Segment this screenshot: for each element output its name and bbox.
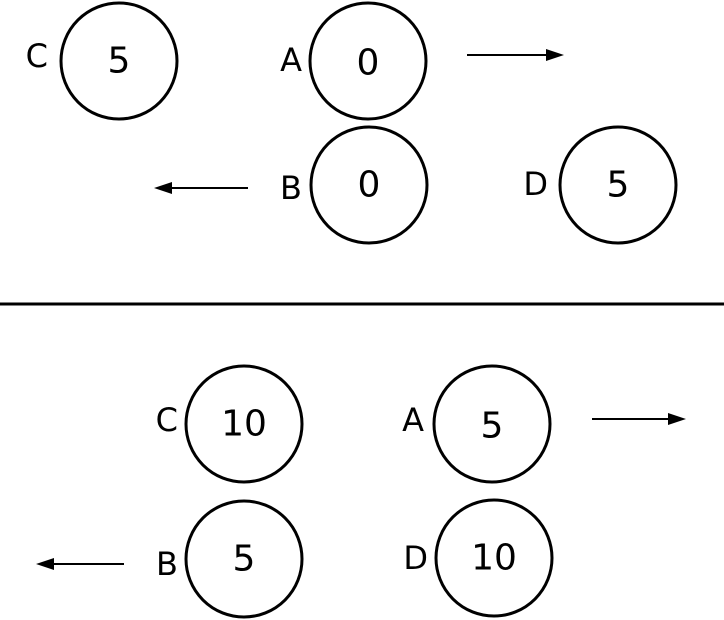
node-value: 0 xyxy=(358,165,381,206)
node-label: A xyxy=(402,401,424,439)
node-b-top: B 0 xyxy=(280,125,429,245)
node-c-top: C 5 xyxy=(26,1,179,121)
arrow-head xyxy=(668,413,686,425)
node-label: A xyxy=(280,41,302,79)
arrow-right-bottom xyxy=(592,413,686,425)
node-label: B xyxy=(280,169,302,207)
node-circle xyxy=(184,499,304,619)
node-label: D xyxy=(523,165,548,203)
node-circle xyxy=(184,364,304,484)
node-b-bottom: B 5 xyxy=(156,499,304,619)
node-circle xyxy=(558,125,678,245)
node-circle xyxy=(432,364,552,484)
node-value: 10 xyxy=(221,404,267,445)
node-value: 5 xyxy=(108,41,131,82)
node-circle xyxy=(59,1,179,121)
arrow-head xyxy=(546,49,564,61)
arrow-right-top xyxy=(467,49,564,61)
node-a-top: A 0 xyxy=(280,1,428,121)
node-value: 5 xyxy=(481,406,504,447)
node-label: D xyxy=(403,539,428,577)
node-c-bottom: C 10 xyxy=(156,364,304,484)
node-value: 5 xyxy=(233,539,256,580)
panel-bottom: C 10 A 5 B 5 D 10 xyxy=(36,364,686,619)
node-value: 10 xyxy=(471,538,517,579)
node-a-bottom: A 5 xyxy=(402,364,552,484)
node-value: 5 xyxy=(607,165,630,206)
node-label: C xyxy=(26,37,48,75)
node-value: 0 xyxy=(357,43,380,84)
node-d-bottom: D 10 xyxy=(403,498,554,618)
arrow-left-bottom xyxy=(36,558,124,570)
node-d-top: D 5 xyxy=(523,125,678,245)
node-circle xyxy=(309,125,429,245)
arrow-head xyxy=(36,558,54,570)
arrow-left-top xyxy=(154,182,248,194)
arrow-head xyxy=(154,182,172,194)
node-label: B xyxy=(156,545,178,583)
node-circle xyxy=(308,1,428,121)
panel-top: C 5 A 0 B 0 D 5 xyxy=(26,1,678,245)
node-circle xyxy=(434,498,554,618)
node-label: C xyxy=(156,401,178,439)
